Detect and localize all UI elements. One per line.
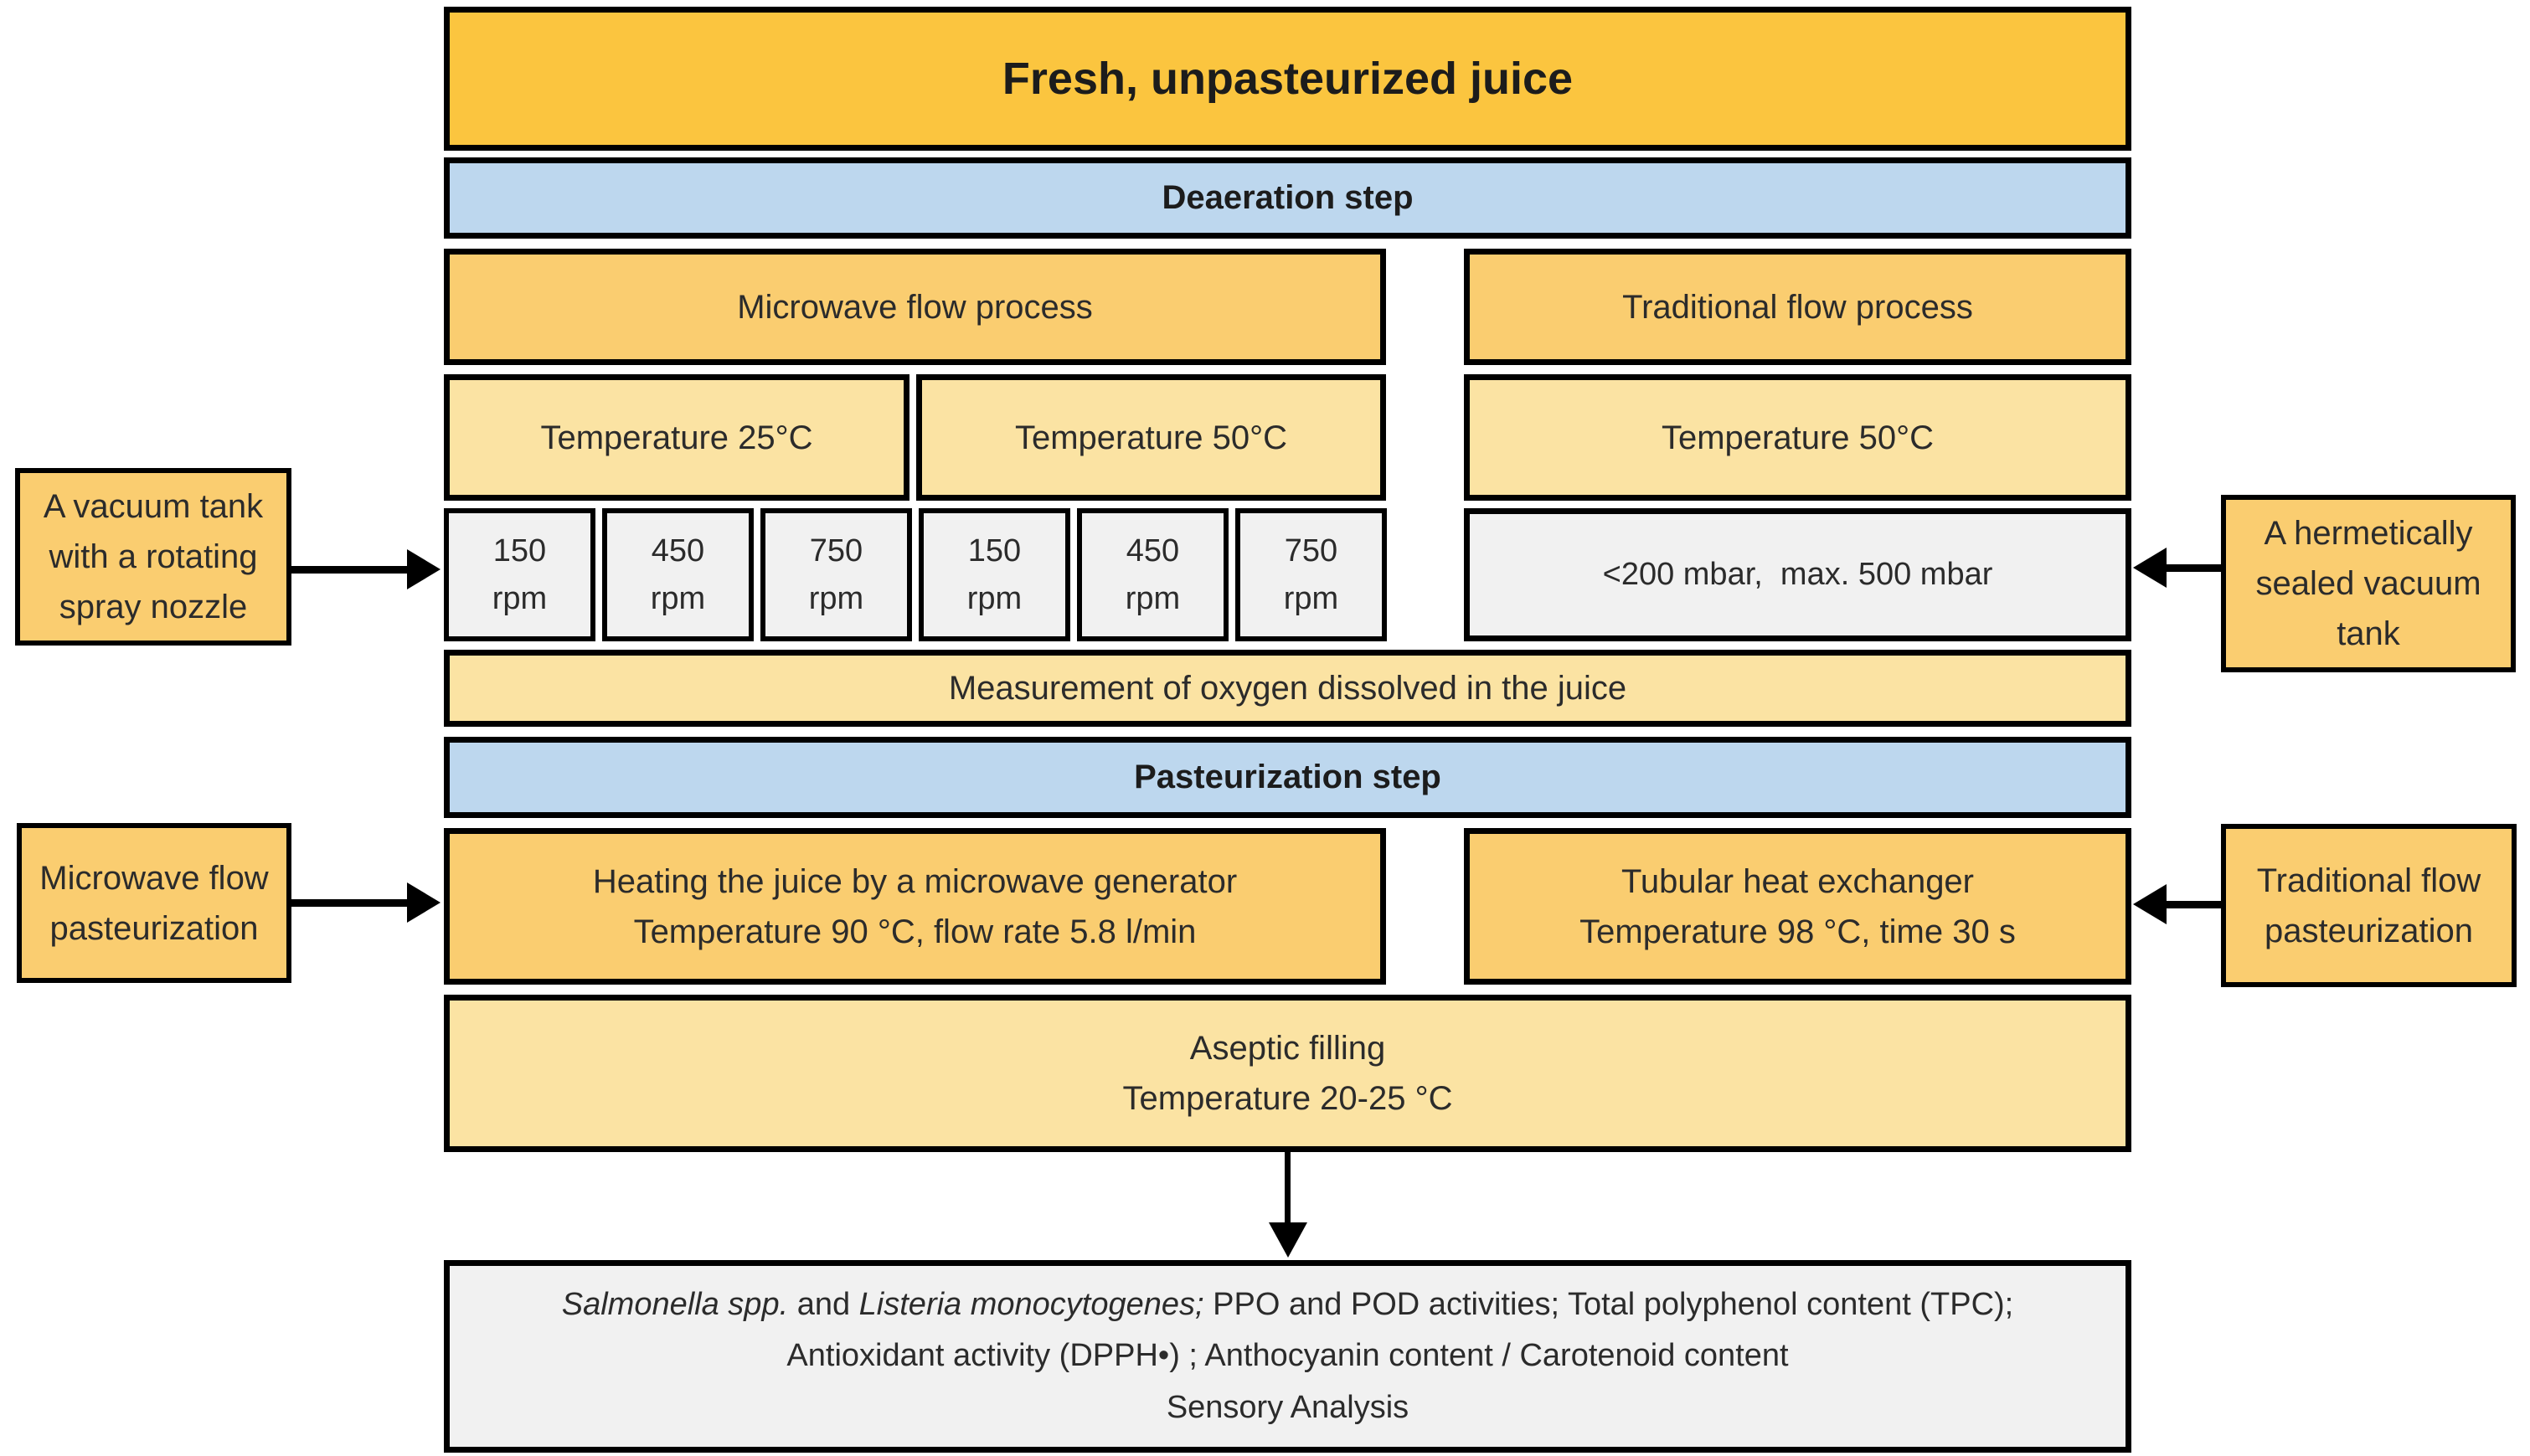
traditional-flow-process-box: Traditional flow process xyxy=(1464,249,2131,365)
sealed-tank-text: A hermetically sealed vacuum tank xyxy=(2255,515,2481,652)
traditional-temp-50-box: Temperature 50°C xyxy=(1464,374,2131,501)
traditional-pasteurization-annotation-text: Traditional flow pasteurization xyxy=(2256,862,2481,949)
analysis-italic-salmonella: Salmonella spp. xyxy=(561,1286,789,1322)
aseptic-filling-box: Aseptic filling Temperature 20-25 °C xyxy=(444,995,2131,1152)
rpm-box-5: 450 rpm xyxy=(1077,508,1229,641)
page-title: Fresh, unpasteurized juice xyxy=(1002,54,1574,104)
pressure-label: <200 mbar, max. 500 mbar xyxy=(1602,557,1993,592)
analysis-plain-2: PPO and POD activities; Total polyphenol… xyxy=(786,1286,2014,1374)
down-arrow-line xyxy=(1285,1152,1291,1226)
analysis-sensory-line: Sensory Analysis xyxy=(1166,1389,1409,1425)
rpm-box-2: 450 rpm xyxy=(602,508,754,641)
deaeration-step-label: Deaeration step xyxy=(1162,179,1414,216)
analysis-box: Salmonella spp. and Listeria monocytogen… xyxy=(444,1260,2131,1453)
microwave-temp-50-box: Temperature 50°C xyxy=(916,374,1386,501)
pressure-box: <200 mbar, max. 500 mbar xyxy=(1464,508,2131,641)
microwave-pasteurization-arrow-line xyxy=(290,899,409,907)
rpm-value-4: 150 rpm xyxy=(966,532,1023,616)
analysis-text: Salmonella spp. and Listeria monocytogen… xyxy=(538,1279,2038,1382)
sealed-tank-arrow-icon xyxy=(2133,548,2167,588)
pasteurization-step-label: Pasteurization step xyxy=(1134,759,1441,795)
pasteurization-step-header: Pasteurization step xyxy=(444,737,2131,818)
microwave-pasteurization-arrow-icon xyxy=(407,882,441,923)
microwave-temp-25-box: Temperature 25°C xyxy=(444,374,909,501)
oxygen-measurement-box: Measurement of oxygen dissolved in the j… xyxy=(444,650,2131,727)
rpm-box-1: 150 rpm xyxy=(444,508,595,641)
sealed-tank-annotation: A hermetically sealed vacuum tank xyxy=(2221,495,2516,672)
title-box: Fresh, unpasteurized juice xyxy=(444,7,2131,151)
oxygen-measurement-label: Measurement of oxygen dissolved in the j… xyxy=(948,670,1627,707)
aseptic-filling-text: Aseptic filling Temperature 20-25 °C xyxy=(1122,1030,1453,1117)
down-arrow-icon xyxy=(1269,1222,1307,1258)
traditional-pasteurization-box: Tubular heat exchanger Temperature 98 °C… xyxy=(1464,828,2131,985)
traditional-flow-process-label: Traditional flow process xyxy=(1622,288,1973,326)
microwave-pasteurization-annotation: Microwave flow pasteurization xyxy=(17,823,291,983)
microwave-flow-process-label: Microwave flow process xyxy=(737,288,1093,326)
rpm-value-1: 150 rpm xyxy=(492,532,548,616)
traditional-temp-50-label: Temperature 50°C xyxy=(1661,419,1935,456)
microwave-pasteurization-annotation-text: Microwave flow pasteurization xyxy=(39,859,269,947)
rpm-box-6: 750 rpm xyxy=(1235,508,1387,641)
rpm-value-5: 450 rpm xyxy=(1125,532,1181,616)
rpm-value-6: 750 rpm xyxy=(1283,532,1339,616)
microwave-pasteurization-box: Heating the juice by a microwave generat… xyxy=(444,828,1386,985)
sealed-tank-arrow-line xyxy=(2164,564,2223,572)
microwave-temp-50-label: Temperature 50°C xyxy=(1014,419,1288,456)
rpm-value-3: 750 rpm xyxy=(808,532,864,616)
analysis-italic-listeria: Listeria monocytogenes; xyxy=(858,1286,1204,1322)
rpm-box-3: 750 rpm xyxy=(760,508,912,641)
vacuum-tank-text: A vacuum tank with a rotating spray nozz… xyxy=(43,488,264,625)
traditional-pasteurization-arrow-line xyxy=(2164,901,2223,908)
microwave-flow-process-box: Microwave flow process xyxy=(444,249,1386,365)
traditional-pasteurization-arrow-icon xyxy=(2133,884,2167,924)
rpm-box-4: 150 rpm xyxy=(919,508,1070,641)
deaeration-step-header: Deaeration step xyxy=(444,157,2131,239)
microwave-pasteurization-text: Heating the juice by a microwave generat… xyxy=(592,862,1238,950)
analysis-plain-1: and xyxy=(788,1286,859,1322)
rpm-value-2: 450 rpm xyxy=(650,532,706,616)
vacuum-tank-annotation: A vacuum tank with a rotating spray nozz… xyxy=(15,468,291,646)
vacuum-tank-arrow-line xyxy=(290,566,409,574)
traditional-pasteurization-annotation: Traditional flow pasteurization xyxy=(2221,824,2517,987)
microwave-temp-25-label: Temperature 25°C xyxy=(540,419,813,456)
vacuum-tank-arrow-icon xyxy=(407,549,441,589)
traditional-pasteurization-text: Tubular heat exchanger Temperature 98 °C… xyxy=(1579,862,2016,950)
